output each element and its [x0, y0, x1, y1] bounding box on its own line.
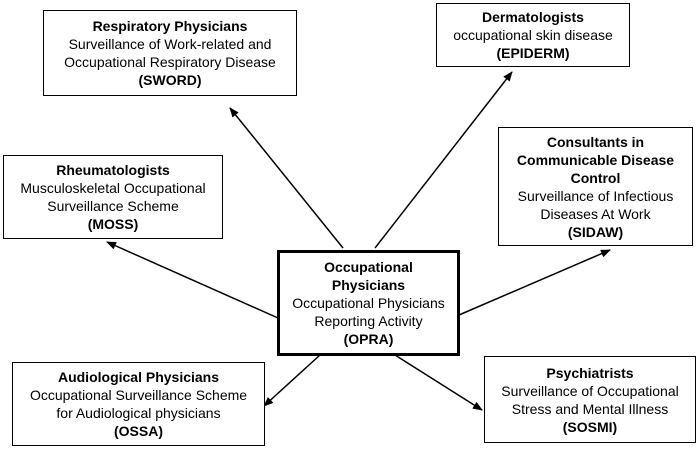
node-title: Rheumatologists [56, 162, 170, 178]
node-desc-line: occupational skin disease [453, 27, 613, 43]
arrow-to-communicable [458, 249, 611, 316]
node-abbreviation: (MOSS) [87, 216, 139, 232]
node-desc-line: Musculoskeletal Occupational [20, 180, 206, 196]
communicable-disease-box: Consultants in Communicable Disease Cont… [498, 127, 693, 246]
node-title: Occupational [324, 259, 413, 275]
node-desc-line: Occupational Physicians [292, 295, 445, 311]
node-desc-line: Surveillance of Occupational [501, 382, 679, 399]
node-desc-line: Diseases At Work [540, 205, 651, 222]
node-desc-line: Surveillance Scheme [47, 198, 179, 214]
arrow-to-rheumatologists [106, 241, 279, 319]
node-title: Psychiatrists [546, 364, 634, 381]
node-abbreviation: (SIDAW) [567, 223, 624, 240]
node-title: Audiological Physicians [57, 369, 220, 385]
respiratory-physicians-box: Respiratory Physicians Surveillance of W… [43, 10, 297, 96]
arrow-to-audiological [263, 354, 321, 407]
occupational-physicians-box: Occupational Physicians Occupational Phy… [277, 250, 460, 356]
dermatologists-box: Dermatologists occupational skin disease… [436, 3, 630, 67]
node-abbreviation: (OPRA) [343, 331, 394, 347]
psychiatrists-box: Psychiatrists Surveillance of Occupation… [484, 356, 696, 443]
node-title: Dermatologists [482, 9, 584, 25]
node-abbreviation: (OSSA) [114, 423, 163, 439]
node-desc-line: Occupational Respiratory Disease [64, 54, 276, 70]
arrow-to-dermatologists [374, 71, 513, 249]
rheumatologists-box: Rheumatologists Musculoskeletal Occupati… [3, 155, 223, 239]
arrow-to-respiratory [229, 107, 344, 249]
node-desc-line: Surveillance of Work-related and [68, 36, 272, 52]
node-abbreviation: (SWORD) [138, 72, 202, 88]
node-title: Control [570, 169, 621, 186]
audiological-physicians-box: Audiological Physicians Occupational Sur… [12, 362, 265, 446]
node-desc-line: Reporting Activity [314, 313, 423, 329]
node-title: Communicable Disease [516, 151, 675, 168]
node-desc-line: Occupational Surveillance Scheme [29, 387, 248, 403]
node-abbreviation: (SOSMI) [562, 418, 618, 435]
node-desc-line: for Audiological physicians [56, 405, 221, 421]
node-desc-line: Stress and Mental Illness [511, 400, 669, 417]
node-title: Consultants in [546, 133, 645, 150]
node-desc-line: Surveillance of Infectious [517, 187, 674, 204]
node-abbreviation: (EPIDERM) [496, 45, 570, 61]
node-title: Respiratory Physicians [92, 18, 248, 34]
arrow-to-psychiatrists [394, 354, 483, 411]
node-title: Physicians [331, 277, 406, 293]
